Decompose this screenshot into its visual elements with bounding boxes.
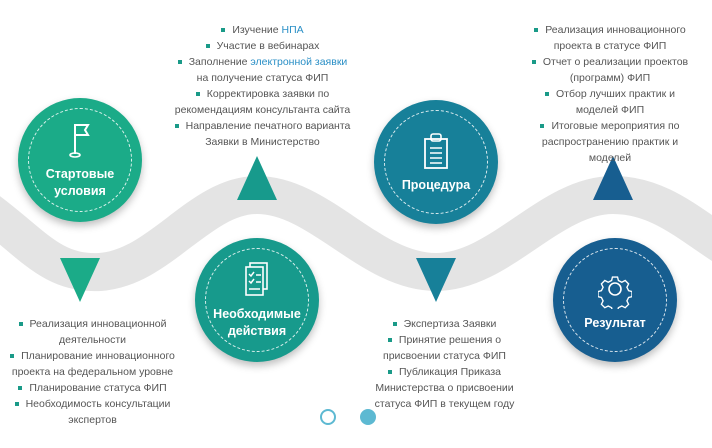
step-label: Процедура bbox=[401, 177, 471, 192]
checklist-icon bbox=[245, 262, 268, 296]
step-result[interactable]: Результат bbox=[553, 238, 677, 362]
step-procedure[interactable]: Процедура bbox=[374, 100, 498, 224]
list-item: Отчет о реализации проектов(программ) ФИ… bbox=[515, 54, 705, 86]
list-item: Экспертиза Заявки bbox=[362, 316, 527, 332]
actions-list: Изучение НПА Участие в вебинарах Заполне… bbox=[160, 22, 365, 150]
pointer-up-4 bbox=[593, 156, 633, 200]
clipboard-icon bbox=[424, 132, 448, 169]
gear-icon bbox=[598, 275, 632, 309]
list-item: Участие в вебинарах bbox=[160, 38, 365, 54]
pointer-down-3 bbox=[416, 258, 456, 302]
step-label: условия bbox=[54, 184, 106, 198]
step-label: Необходимые bbox=[213, 307, 301, 321]
e-application-link[interactable]: электронной заявки bbox=[250, 56, 348, 68]
step-required-actions[interactable]: Необходимые действия bbox=[195, 238, 319, 362]
step-label: Стартовые bbox=[45, 167, 115, 181]
step-label: Результат bbox=[584, 315, 646, 330]
pagination-dot-1[interactable] bbox=[320, 409, 336, 425]
step-label: действия bbox=[227, 324, 287, 338]
pagination-dot-2[interactable] bbox=[360, 409, 376, 425]
step-start-conditions[interactable]: Стартовые условия bbox=[18, 98, 142, 222]
flag-icon bbox=[69, 124, 90, 158]
pointer-up-2 bbox=[237, 156, 277, 200]
pointer-down-1 bbox=[60, 258, 100, 302]
npa-link[interactable]: НПА bbox=[281, 24, 304, 36]
list-item: Изучение НПА bbox=[160, 22, 365, 38]
list-item: Планирование статуса ФИП bbox=[0, 380, 185, 396]
